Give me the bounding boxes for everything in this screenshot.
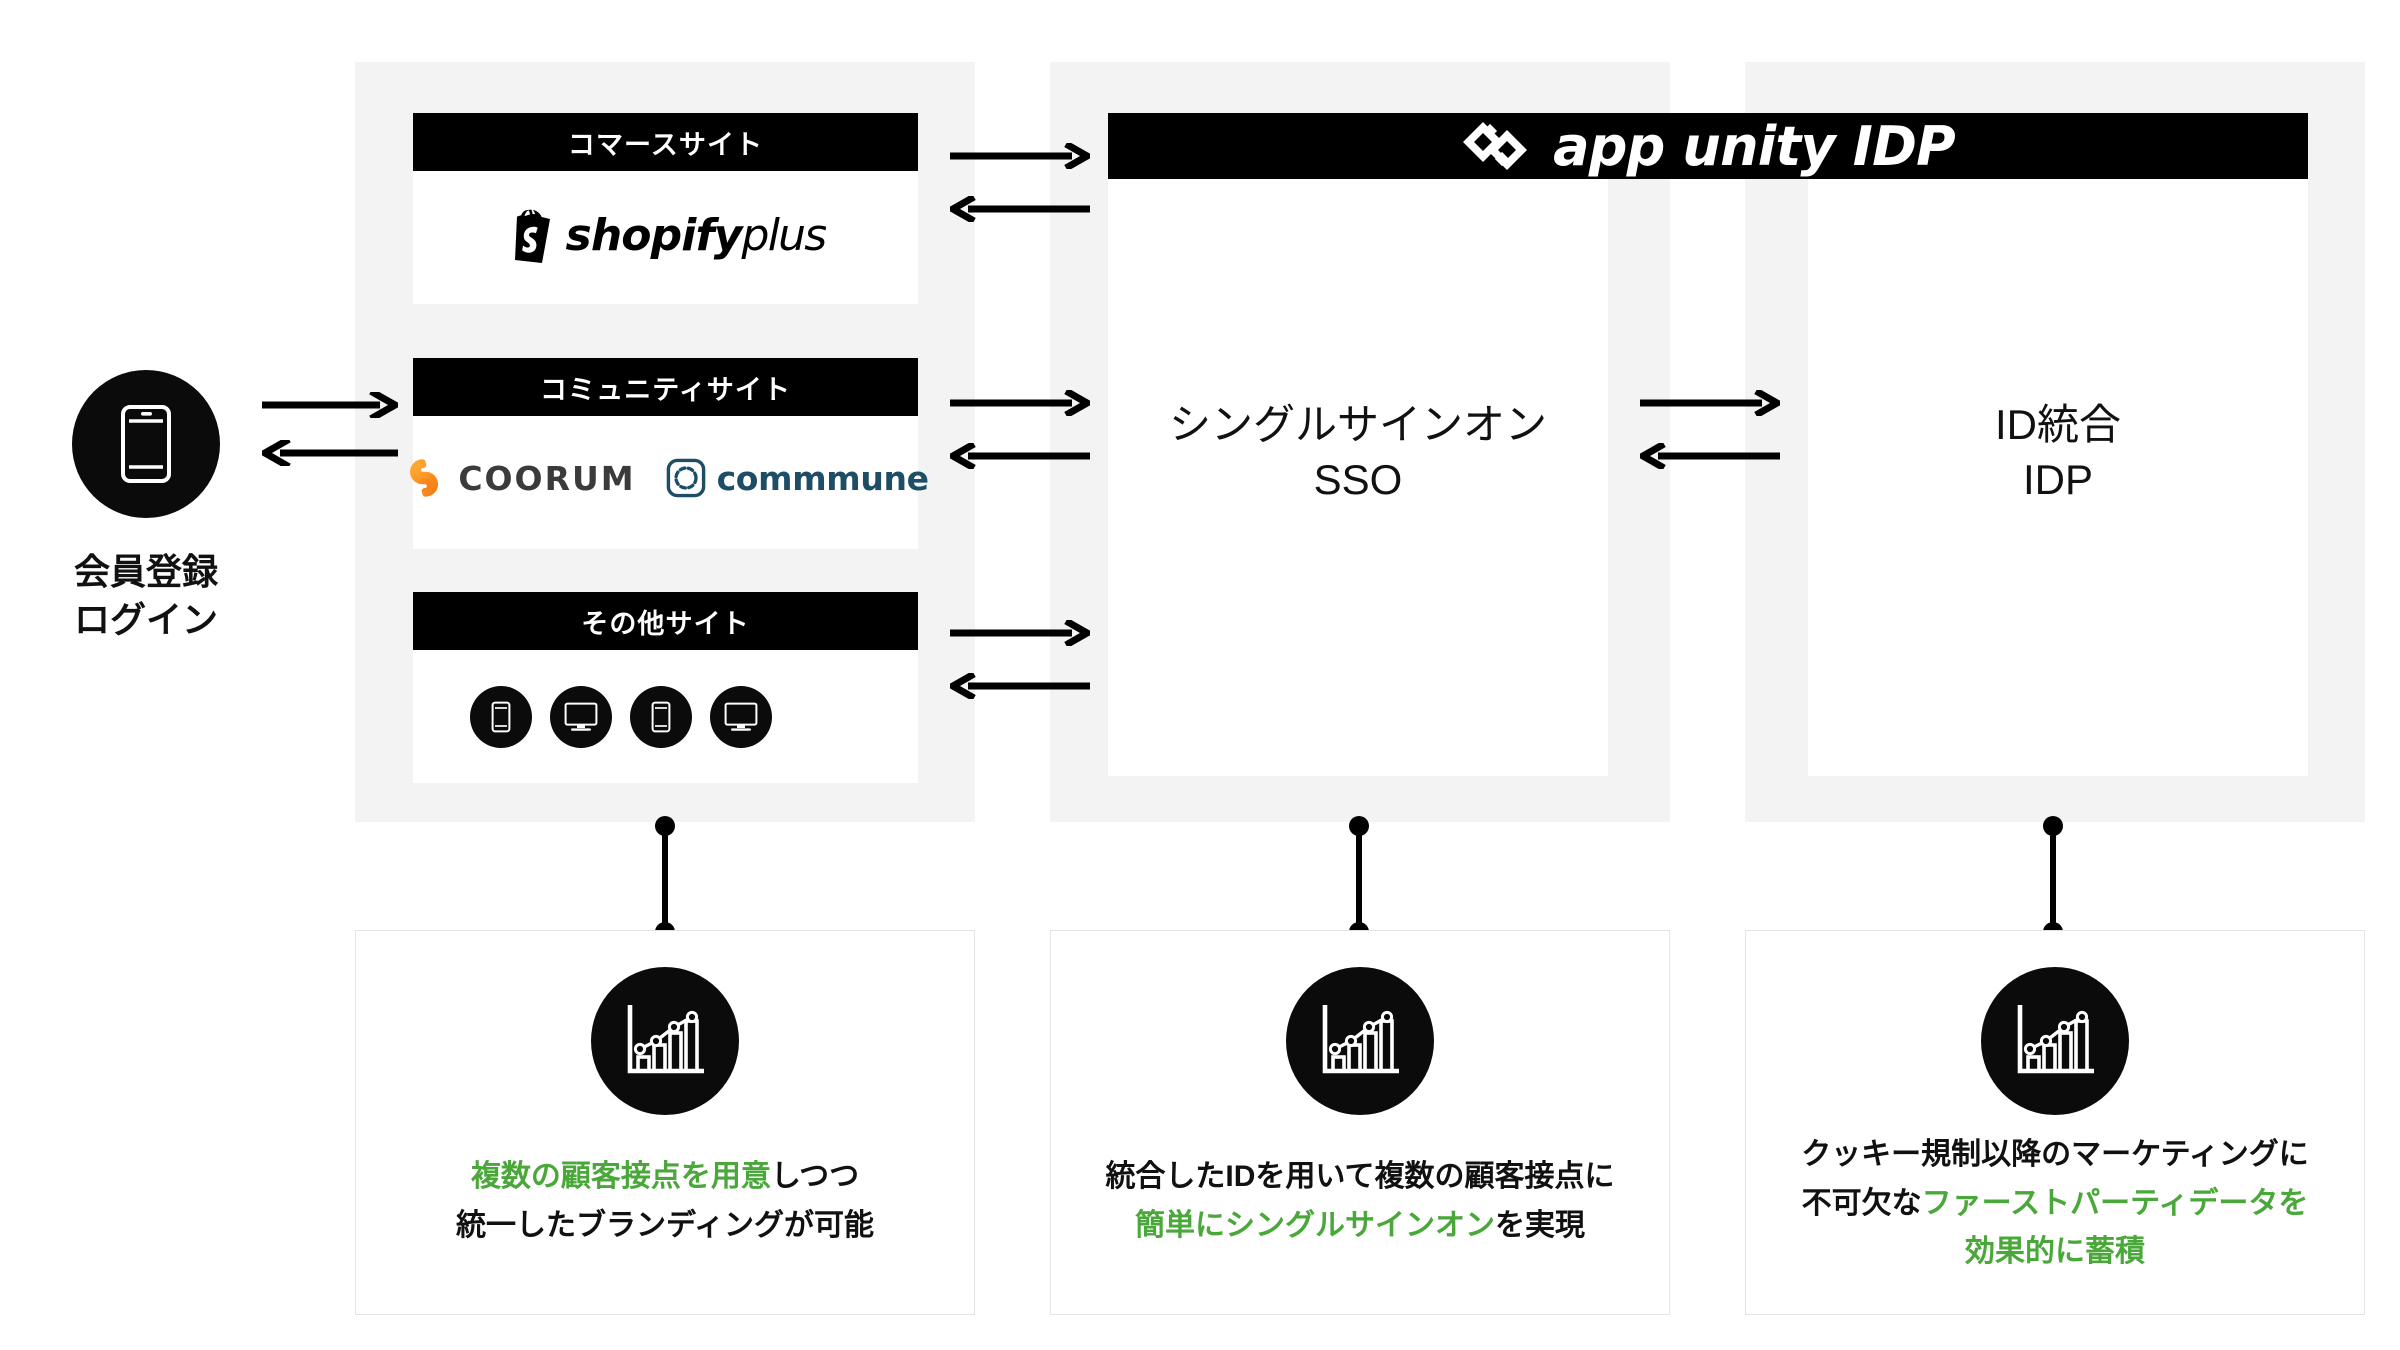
caption-segment: 複数の顧客接点を用意 xyxy=(470,1160,771,1193)
shopify-wordmark: shopifyplus xyxy=(565,209,828,261)
card-body-other xyxy=(413,650,918,783)
arrow-left-other xyxy=(945,670,1090,702)
caption-segment: 不可欠な xyxy=(1801,1186,1922,1220)
arrow-right-community xyxy=(950,387,1095,419)
smartphone-icon xyxy=(630,686,692,748)
center-white-card xyxy=(1108,179,1608,776)
caption-segment: 効果的に蓄積 xyxy=(1965,1235,2145,1269)
growth-chart-icon xyxy=(591,967,739,1115)
caption-line: 簡単にシングルサインオンを実現 xyxy=(1051,1202,1669,1251)
coorum-logo: COORUM xyxy=(402,456,635,500)
coorum-wordmark: COORUM xyxy=(458,458,636,498)
commmune-wordmark: commmune xyxy=(716,458,929,498)
benefit-card-2: 統合したIDを用いて複数の顧客接点に簡単にシングルサインオンを実現 xyxy=(1050,930,1670,1315)
sso-label: シングルサインオン SSO xyxy=(1168,401,1547,503)
caption-line: 統一したブランディングが可能 xyxy=(356,1202,974,1251)
card-body-commerce: shopifyplus xyxy=(413,171,918,304)
caption-line: クッキー規制以降のマーケティングに xyxy=(1746,1131,2364,1180)
right-white-card xyxy=(1808,179,2308,776)
commmune-logo: commmune xyxy=(666,458,929,498)
caption-segment: しつつ xyxy=(770,1160,860,1193)
caption-line: 複数の顧客接点を用意しつつ xyxy=(356,1153,974,1202)
card-title-community: コミュニティサイト xyxy=(413,358,918,416)
arrow-right-commerce xyxy=(950,140,1095,172)
caption-line: 不可欠なファーストパーティデータを xyxy=(1746,1180,2364,1229)
caption-line: 統合したIDを用いて複数の顧客接点に xyxy=(1051,1153,1669,1202)
caption-segment: ファーストパーティデータを xyxy=(1921,1186,2309,1220)
monitor-icon xyxy=(710,686,772,748)
benefit-card-1: 複数の顧客接点を用意しつつ統一したブランディングが可能 xyxy=(355,930,975,1315)
arrow-left-entry xyxy=(257,436,398,470)
card-body-community: COORUM commmune xyxy=(410,416,929,549)
smartphone-icon xyxy=(72,370,220,518)
appunity-diamond-logo xyxy=(1463,122,1528,170)
growth-chart-icon xyxy=(1286,967,1434,1115)
arrow-left-community xyxy=(945,440,1090,472)
shopify-plus-logo: shopifyplus xyxy=(413,207,918,263)
connector-line xyxy=(2050,824,2056,932)
card-title-other: その他サイト xyxy=(413,592,918,650)
caption-segment: 簡単にシングルサインオン xyxy=(1135,1208,1495,1242)
connector-line xyxy=(1356,824,1362,932)
monitor-icon xyxy=(550,686,612,748)
caption-segment: 統合したIDを用いて複数の顧客接点に xyxy=(1105,1160,1615,1193)
idp-label: ID統合 IDP xyxy=(1994,401,2121,503)
appunity-brand-text: app unity IDP xyxy=(1553,114,1956,178)
arrow-left-idp xyxy=(1635,440,1780,472)
caption-line: 効果的に蓄積 xyxy=(1746,1228,2364,1277)
benefit-caption-3: クッキー規制以降のマーケティングに不可欠なファーストパーティデータを効果的に蓄積 xyxy=(1746,1131,2364,1277)
appunity-header-bar: app unity IDP xyxy=(1108,113,2308,179)
benefit-caption-2: 統合したIDを用いて複数の顧客接点に簡単にシングルサインオンを実現 xyxy=(1051,1153,1669,1250)
entry-label: 会員登録 ログイン xyxy=(73,551,218,640)
benefit-caption-1: 複数の顧客接点を用意しつつ統一したブランディングが可能 xyxy=(356,1153,974,1250)
arrow-right-entry xyxy=(262,388,403,422)
card-title-commerce: コマースサイト xyxy=(413,113,918,171)
arrow-left-commerce xyxy=(945,193,1090,225)
arrow-right-idp xyxy=(1640,387,1785,419)
benefit-card-3: クッキー規制以降のマーケティングに不可欠なファーストパーティデータを効果的に蓄積 xyxy=(1745,930,2365,1315)
caption-segment: を実現 xyxy=(1495,1208,1585,1242)
smartphone-icon xyxy=(470,686,532,748)
growth-chart-icon xyxy=(1981,967,2129,1115)
caption-segment: 統一したブランディングが可能 xyxy=(456,1208,874,1242)
caption-segment: クッキー規制以降のマーケティングに xyxy=(1801,1138,2309,1171)
arrow-right-other xyxy=(950,617,1095,649)
connector-line xyxy=(662,824,668,932)
